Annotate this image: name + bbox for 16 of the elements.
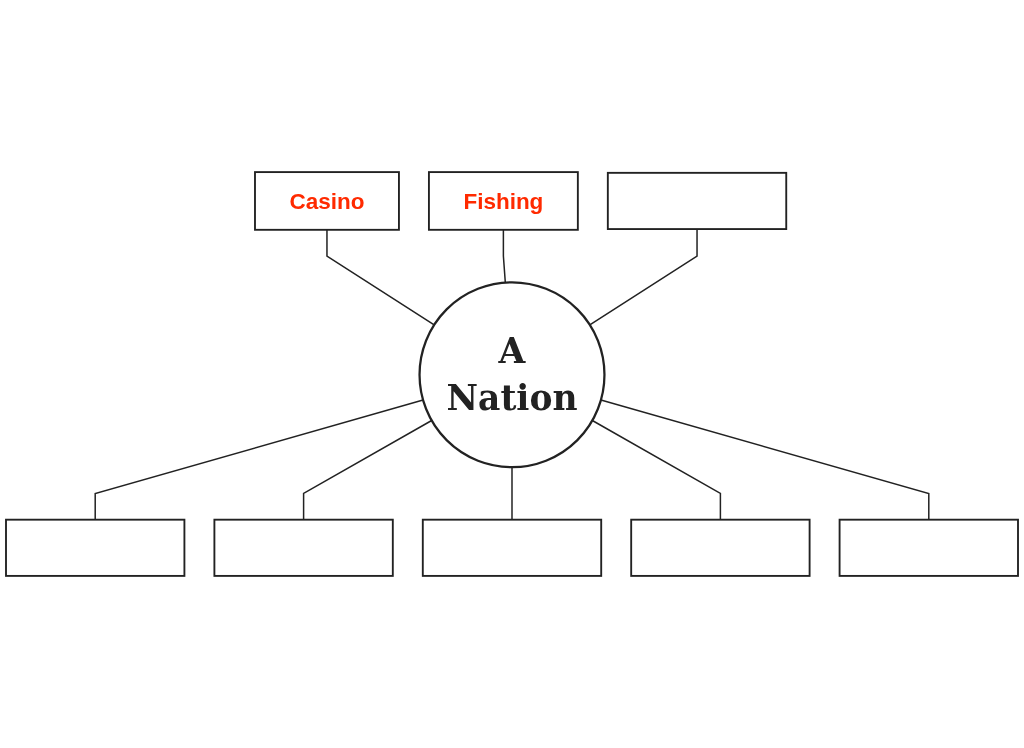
node-box (5, 518, 186, 577)
connector (600, 399, 930, 521)
connector (511, 466, 513, 521)
node-box (213, 518, 394, 577)
node-box: Fishing (428, 171, 579, 231)
node-circle: A Nation (418, 281, 606, 469)
node-box (421, 518, 603, 577)
connector (326, 229, 435, 326)
connector (302, 419, 433, 521)
node-box: Casino (254, 171, 400, 231)
connector (589, 228, 698, 326)
connector (94, 399, 424, 521)
connector (591, 419, 722, 521)
node-box (606, 171, 788, 230)
node-box (838, 518, 1019, 577)
node-box (630, 518, 811, 577)
